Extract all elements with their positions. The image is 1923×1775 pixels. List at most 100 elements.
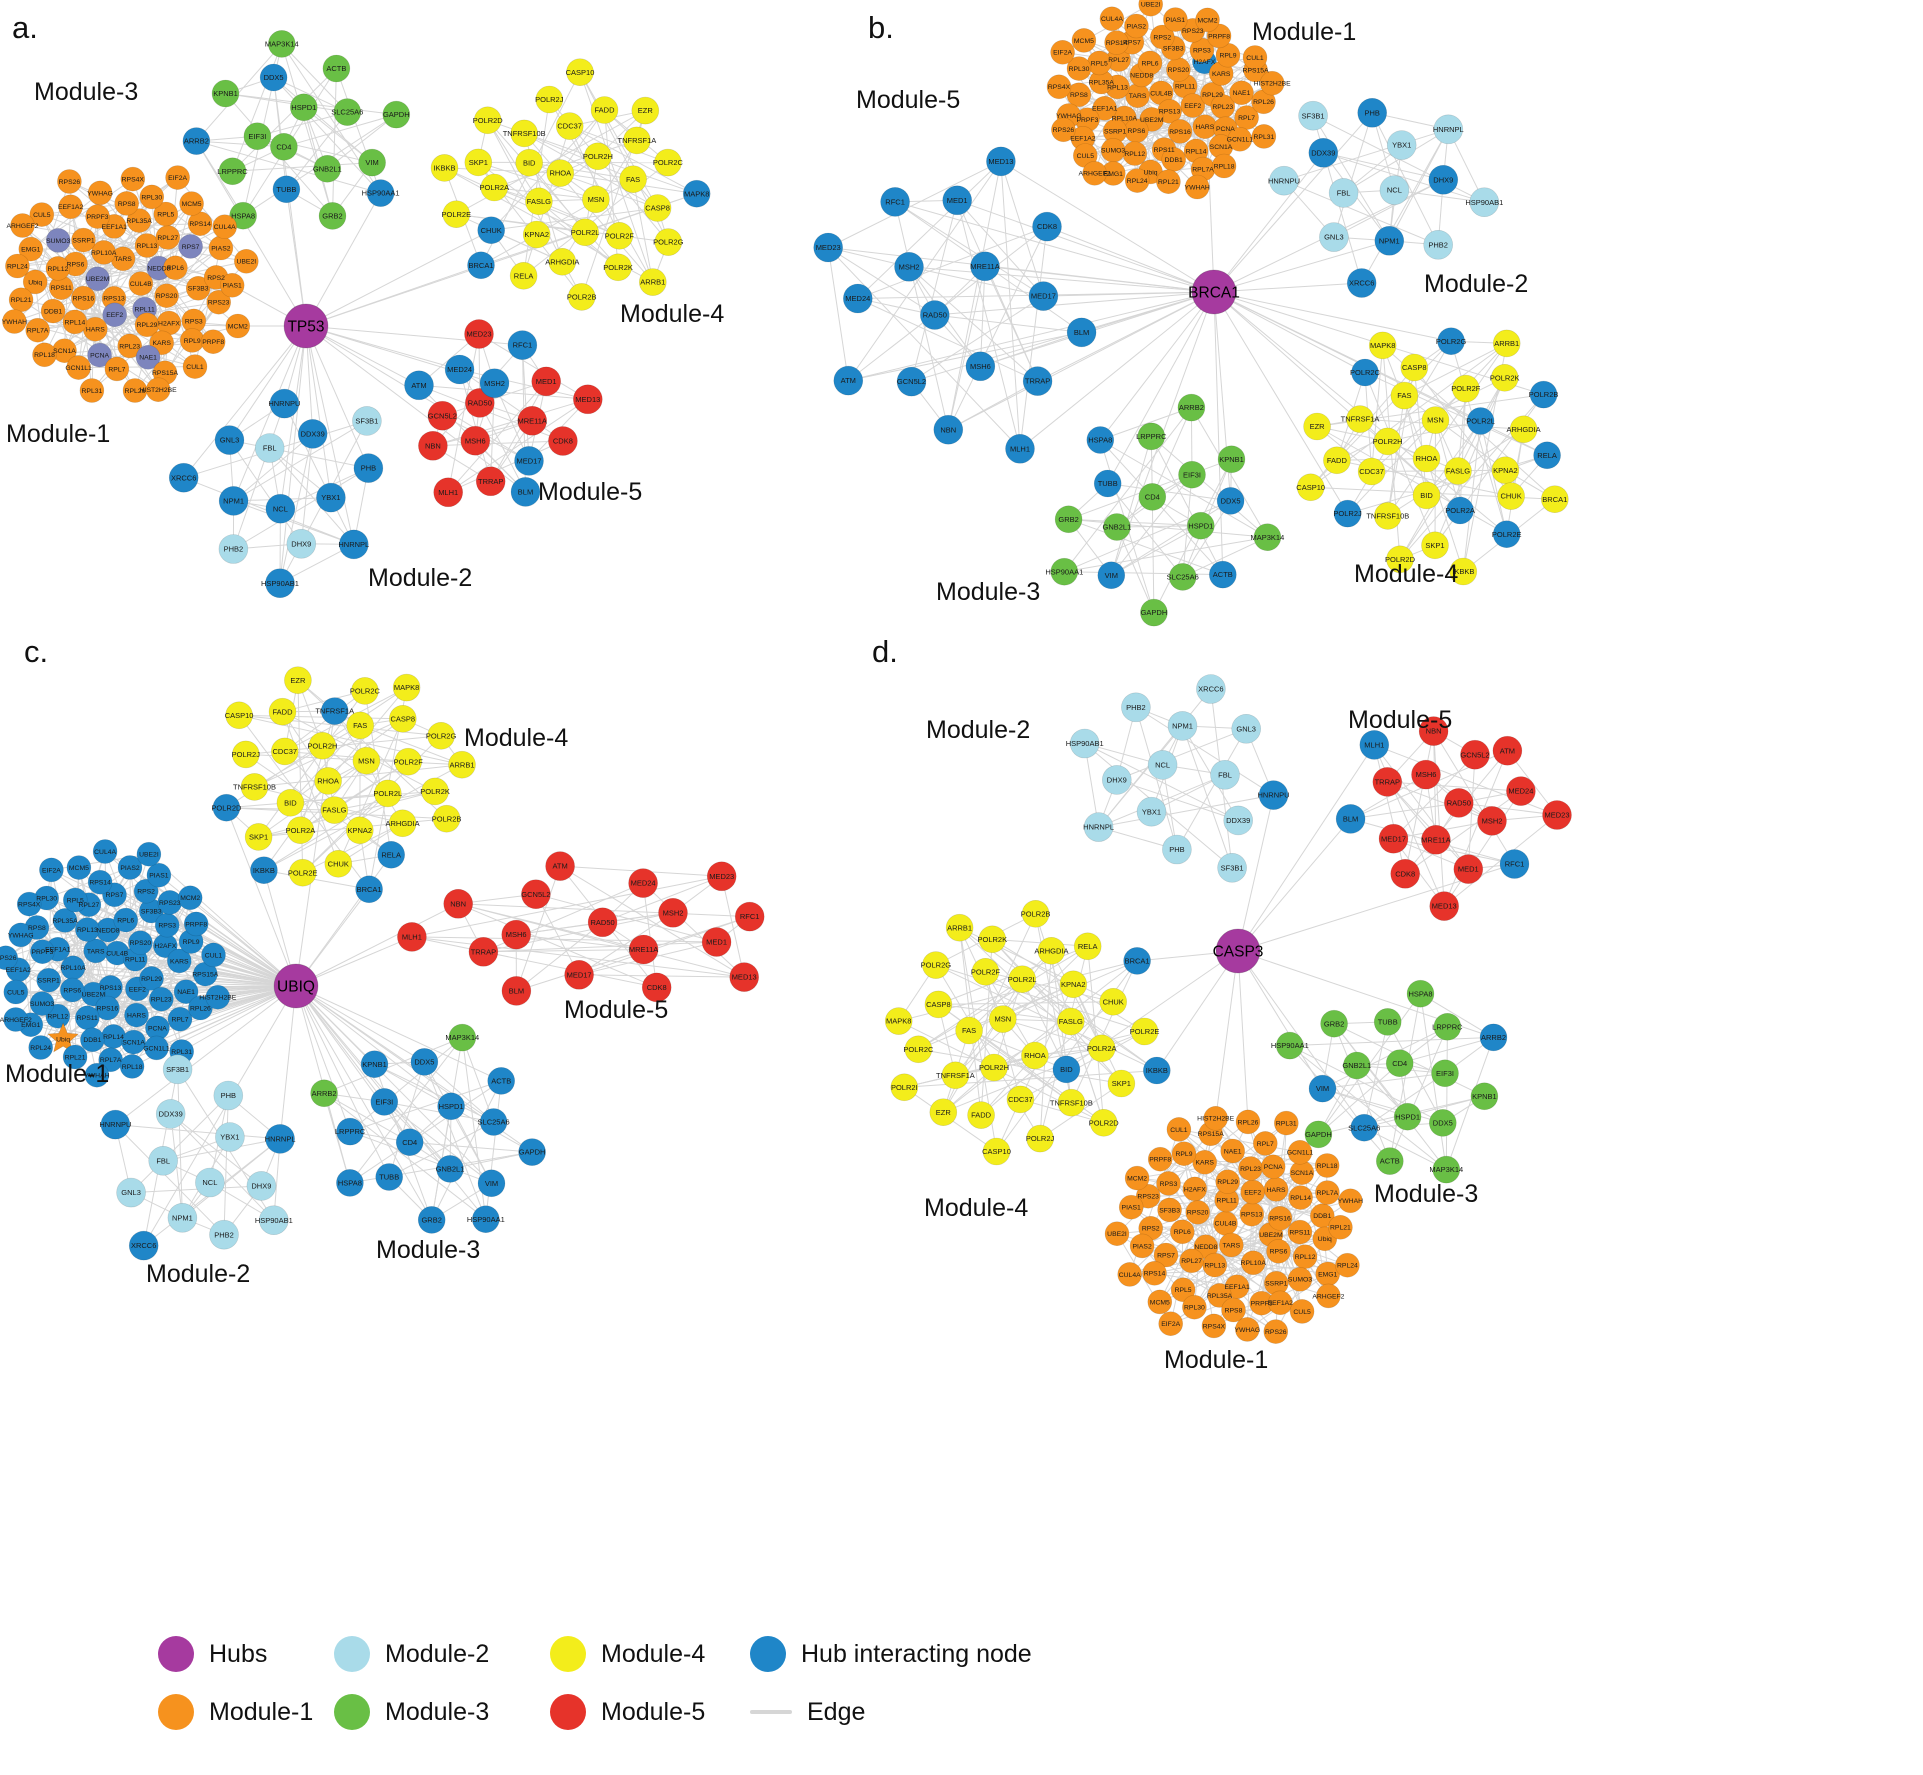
node-RPL7A[interactable] — [1315, 1180, 1340, 1205]
node-RPL30[interactable] — [1066, 56, 1092, 81]
node-RPL21[interactable] — [1328, 1215, 1353, 1240]
node-POLR2F[interactable] — [1452, 374, 1480, 403]
node-RPS7[interactable] — [1153, 1242, 1179, 1268]
node-HSPD1[interactable] — [437, 1092, 465, 1121]
node-ACTB[interactable] — [322, 54, 351, 83]
node-CD4[interactable] — [1138, 483, 1167, 511]
node-PHB2[interactable] — [1423, 230, 1453, 260]
node-CDC37[interactable] — [1006, 1085, 1035, 1114]
node-CDC37[interactable] — [270, 737, 299, 766]
node-PHB2[interactable] — [218, 534, 249, 564]
node-MED13[interactable] — [986, 146, 1016, 177]
node-TNFRSF10B[interactable] — [1374, 502, 1402, 530]
node-NAE1[interactable] — [1220, 1138, 1245, 1164]
node-TARS[interactable] — [1219, 1232, 1244, 1258]
node-TUBB[interactable] — [375, 1163, 404, 1191]
node-RPL10A[interactable] — [91, 240, 116, 265]
node-ACTB[interactable] — [487, 1067, 516, 1095]
node-SKP1[interactable] — [1421, 531, 1449, 560]
node-YWHAG[interactable] — [8, 922, 34, 948]
node-BLM[interactable] — [1335, 804, 1366, 834]
node-IKBKB[interactable] — [1143, 1056, 1171, 1085]
node-ARRB1[interactable] — [638, 268, 667, 296]
node-POLR2J[interactable] — [1026, 1124, 1054, 1153]
node-BRCA1[interactable] — [355, 875, 383, 904]
node-VIM[interactable] — [358, 148, 386, 177]
node-NBN[interactable] — [1418, 716, 1449, 746]
node-HARS[interactable] — [124, 1002, 149, 1028]
node-RFC1[interactable] — [507, 330, 538, 360]
node-NCL[interactable] — [265, 493, 296, 524]
node-MLH1[interactable] — [1359, 730, 1390, 760]
node-POLR2B[interactable] — [567, 283, 596, 311]
node-ATM[interactable] — [404, 370, 434, 401]
node-HNRNPU[interactable] — [269, 388, 300, 419]
node-SUMO3[interactable] — [1287, 1267, 1313, 1292]
node-EIF2A[interactable] — [1158, 1311, 1183, 1336]
node-CHUK[interactable] — [1497, 482, 1525, 510]
node-RPS4X[interactable] — [16, 891, 42, 917]
node-MSH6[interactable] — [1411, 759, 1441, 790]
node-HNRNPL[interactable] — [1433, 114, 1464, 145]
node-HSP90AB1[interactable] — [1469, 187, 1500, 217]
node-POLR2A[interactable] — [1446, 496, 1474, 525]
node-MCM2[interactable] — [225, 313, 251, 339]
node-MLH1[interactable] — [397, 922, 427, 952]
node-RPL5[interactable] — [1170, 1277, 1196, 1303]
node-RPS8[interactable] — [1221, 1297, 1246, 1323]
node-MSN[interactable] — [352, 746, 381, 775]
node-RPS16[interactable] — [1267, 1206, 1293, 1231]
node-POLR2I[interactable] — [890, 1073, 919, 1102]
node-RPL29[interactable] — [139, 966, 164, 991]
node-TRRAP[interactable] — [1022, 366, 1053, 396]
node-RPL30[interactable] — [139, 184, 165, 210]
node-CUL5[interactable] — [29, 202, 55, 227]
node-MRE11A[interactable] — [628, 934, 659, 965]
node-TUBB[interactable] — [1093, 469, 1122, 498]
node-PRPF8[interactable] — [1147, 1146, 1173, 1172]
node-MAPK8[interactable] — [1368, 331, 1397, 360]
node-RPS4X[interactable] — [1201, 1313, 1227, 1339]
node-EIF2A[interactable] — [165, 165, 190, 190]
node-RHOA[interactable] — [546, 159, 575, 187]
node-HSPD1[interactable] — [289, 93, 318, 122]
node-PCNA[interactable] — [1260, 1154, 1286, 1180]
node-GCN1L1[interactable] — [66, 355, 91, 380]
node-ARHGDIA[interactable] — [548, 247, 577, 276]
node-GNL3[interactable] — [1231, 713, 1261, 744]
node-KPNB1[interactable] — [1470, 1082, 1499, 1111]
node-RPS23[interactable] — [1135, 1183, 1161, 1209]
node-MSH2[interactable] — [1477, 806, 1507, 836]
node-CUL4B[interactable] — [128, 271, 154, 296]
node-RPS7[interactable] — [178, 234, 203, 259]
node-POLR2K[interactable] — [1490, 363, 1519, 392]
node-TRRAP[interactable] — [468, 936, 499, 967]
node-CASP10[interactable] — [566, 58, 594, 86]
node-RPL14[interactable] — [1288, 1185, 1313, 1210]
node-GCN5L2[interactable] — [521, 879, 551, 910]
node-RPL6[interactable] — [1137, 50, 1163, 76]
node-ARRB1[interactable] — [1492, 329, 1521, 358]
node-RPL7[interactable] — [1253, 1131, 1278, 1156]
node-ARHGEF2[interactable] — [1082, 161, 1107, 186]
node-RPS20[interactable] — [128, 930, 153, 956]
node-GCN5L2[interactable] — [896, 366, 927, 397]
node-RAD50[interactable] — [919, 300, 950, 330]
node-MCM5[interactable] — [179, 191, 204, 216]
node-XRCC6[interactable] — [128, 1230, 159, 1261]
node-POLR2K[interactable] — [421, 777, 449, 806]
hub-TP53[interactable] — [283, 303, 329, 349]
node-POLR2D[interactable] — [1089, 1109, 1118, 1137]
hub-BRCA1[interactable] — [1191, 269, 1237, 315]
node-BID[interactable] — [1052, 1055, 1081, 1084]
node-RPS16[interactable] — [71, 285, 96, 311]
node-EZR[interactable] — [1303, 412, 1331, 441]
node-ACTB[interactable] — [1209, 560, 1237, 589]
node-EIF3I[interactable] — [1431, 1059, 1459, 1088]
node-MAPK8[interactable] — [392, 673, 421, 702]
node-FASLG[interactable] — [1444, 457, 1472, 485]
node-POLR2B[interactable] — [432, 804, 461, 833]
node-HNRNPL[interactable] — [1083, 812, 1114, 842]
node-NCL[interactable] — [1147, 750, 1178, 780]
node-GCN1L1[interactable] — [1287, 1140, 1313, 1165]
